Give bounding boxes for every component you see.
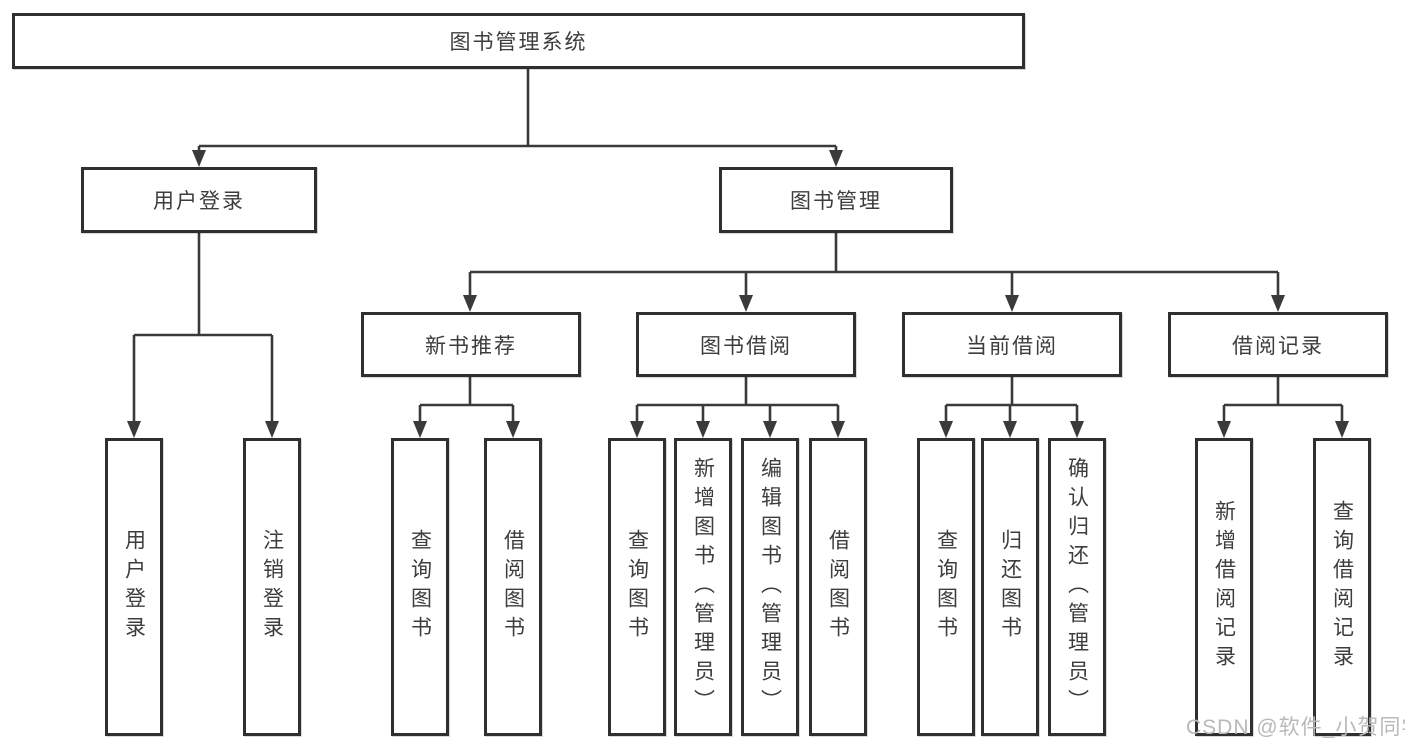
- node-label: 当前借阅: [966, 334, 1058, 358]
- node-current-borrowing: 当前借阅: [902, 312, 1122, 377]
- node-label: 用户登录: [153, 190, 245, 213]
- leaf-user-login: 用户登录: [105, 438, 163, 736]
- node-library-management-system: 图书管理系统: [12, 13, 1025, 69]
- leaf-confirm-return-admin: 确认归还（管理员）: [1048, 438, 1106, 736]
- leaf-return-book: 归还图书: [981, 438, 1039, 736]
- node-label: 借阅记录: [1232, 334, 1324, 358]
- node-new-book-recommendation: 新书推荐: [361, 312, 581, 377]
- leaf-label: 查询图书: [934, 529, 958, 645]
- leaf-query-borrow-record: 查询借阅记录: [1313, 438, 1371, 736]
- node-user-login: 用户登录: [81, 167, 317, 233]
- leaf-query-books-current: 查询图书: [917, 438, 975, 736]
- leaf-label: 查询图书: [408, 529, 432, 645]
- leaf-label: 新增图书（管理员）: [691, 456, 715, 718]
- leaf-label: 新增借阅记录: [1212, 500, 1236, 674]
- leaf-label: 借阅图书: [826, 529, 850, 645]
- node-label: 图书管理: [790, 190, 882, 213]
- leaf-label: 确认归还（管理员）: [1065, 456, 1089, 718]
- node-label: 新书推荐: [425, 334, 517, 358]
- leaf-label: 注销登录: [260, 529, 284, 645]
- leaf-borrow-books-recommend: 借阅图书: [484, 438, 542, 736]
- leaf-add-book-admin: 新增图书（管理员）: [674, 438, 732, 736]
- leaf-label: 归还图书: [998, 529, 1022, 645]
- node-label: 图书借阅: [700, 334, 792, 358]
- node-book-management: 图书管理: [719, 167, 953, 233]
- leaf-add-borrow-record: 新增借阅记录: [1195, 438, 1253, 736]
- leaf-label: 编辑图书（管理员）: [758, 456, 782, 718]
- leaf-label: 查询图书: [625, 529, 649, 645]
- leaf-label: 借阅图书: [501, 529, 525, 645]
- leaf-query-books-borrowing: 查询图书: [608, 438, 666, 736]
- csdn-watermark: CSDN @软件_小贺同学: [1186, 716, 1405, 739]
- node-label: 图书管理系统: [449, 31, 588, 54]
- leaf-label: 查询借阅记录: [1330, 500, 1354, 674]
- leaf-query-books-recommend: 查询图书: [391, 438, 449, 736]
- node-borrowing-records: 借阅记录: [1168, 312, 1388, 377]
- node-book-borrowing: 图书借阅: [636, 312, 856, 377]
- leaf-edit-book-admin: 编辑图书（管理员）: [741, 438, 799, 736]
- leaf-label: 用户登录: [122, 529, 146, 645]
- leaf-borrow-books-borrowing: 借阅图书: [809, 438, 867, 736]
- leaf-logout: 注销登录: [243, 438, 301, 736]
